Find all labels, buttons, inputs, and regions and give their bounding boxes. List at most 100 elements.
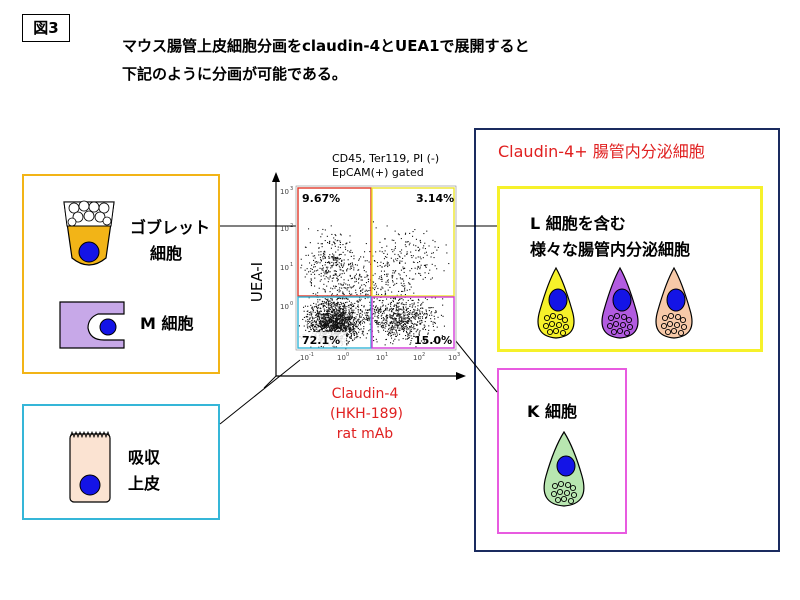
scatter-point	[346, 318, 348, 320]
scatter-point	[426, 312, 428, 314]
scatter-point	[366, 333, 368, 335]
scatter-point	[335, 304, 337, 306]
scatter-point	[394, 272, 396, 274]
scatter-point	[436, 249, 438, 251]
scatter-point	[336, 324, 338, 326]
scatter-point	[335, 265, 337, 267]
scatter-point	[339, 309, 341, 311]
scatter-point	[334, 315, 336, 317]
scatter-point	[393, 312, 395, 314]
scatter-point	[318, 310, 320, 312]
scatter-point	[413, 314, 415, 316]
scatter-point	[360, 312, 362, 314]
scatter-point	[416, 313, 418, 315]
scatter-point	[313, 324, 315, 326]
scatter-point	[349, 321, 351, 323]
scatter-point	[432, 252, 434, 254]
scatter-point	[344, 321, 346, 323]
scatter-point	[345, 327, 347, 329]
scatter-point	[368, 320, 370, 322]
scatter-point	[311, 316, 313, 318]
scatter-point	[339, 290, 341, 292]
scatter-point	[337, 303, 339, 305]
scatter-point	[442, 304, 444, 306]
scatter-point	[342, 305, 344, 307]
scatter-point	[331, 330, 333, 332]
scatter-point	[378, 278, 380, 280]
scatter-point	[325, 318, 327, 320]
scatter-point	[325, 320, 327, 322]
scatter-point	[331, 261, 333, 263]
scatter-point	[308, 331, 310, 333]
scatter-point	[316, 319, 318, 321]
scatter-point	[434, 246, 436, 248]
scatter-point	[390, 335, 392, 337]
scatter-point	[409, 330, 411, 332]
scatter-point	[431, 297, 433, 299]
scatter-point	[446, 252, 448, 254]
scatter-point	[336, 328, 338, 330]
scatter-point	[304, 305, 306, 307]
scatter-point	[342, 244, 344, 246]
scatter-point	[344, 319, 346, 321]
scatter-point	[354, 275, 356, 277]
scatter-point	[347, 287, 349, 289]
scatter-point	[326, 235, 328, 237]
scatter-point	[340, 276, 342, 278]
scatter-point	[334, 259, 336, 261]
scatter-point	[381, 325, 383, 327]
scatter-point	[318, 322, 320, 324]
scatter-point	[349, 235, 351, 237]
scatter-point	[378, 321, 380, 323]
scatter-point	[340, 329, 342, 331]
scatter-point	[386, 307, 388, 309]
scatter-point	[416, 324, 418, 326]
scatter-point	[407, 311, 409, 313]
scatter-point	[335, 235, 337, 237]
scatter-point	[346, 270, 348, 272]
scatter-point	[399, 313, 401, 315]
scatter-point	[381, 321, 383, 323]
scatter-point	[411, 268, 413, 270]
scatter-point	[320, 320, 322, 322]
scatter-point	[386, 298, 388, 300]
scatter-point	[338, 315, 340, 317]
scatter-point	[350, 334, 352, 336]
scatter-point	[319, 322, 321, 324]
scatter-point	[381, 286, 383, 288]
scatter-point	[321, 268, 323, 270]
scatter-point	[344, 298, 346, 300]
granule	[556, 313, 564, 321]
scatter-point	[381, 294, 383, 296]
scatter-point	[410, 322, 412, 324]
scatter-point	[402, 278, 404, 280]
scatter-point	[445, 244, 447, 246]
scatter-point	[333, 312, 335, 314]
scatter-point	[326, 325, 328, 327]
scatter-point	[410, 255, 412, 257]
scatter-point	[423, 314, 425, 316]
scatter-point	[398, 290, 400, 292]
scatter-point	[399, 262, 401, 264]
scatter-point	[392, 297, 394, 299]
scatter-point	[405, 335, 407, 337]
scatter-point	[432, 325, 434, 327]
scatter-point	[398, 321, 400, 323]
scatter-point	[399, 262, 401, 264]
scatter-point	[392, 251, 394, 253]
scatter-point	[422, 328, 424, 330]
scatter-point	[331, 293, 333, 295]
scatter-point	[311, 306, 313, 308]
scatter-point	[343, 322, 345, 324]
scatter-point	[417, 265, 419, 267]
scatter-point	[357, 326, 359, 328]
l-cell-yellow-icon	[537, 266, 575, 339]
scatter-point	[421, 307, 423, 309]
scatter-point	[386, 273, 388, 275]
scatter-point	[333, 322, 335, 324]
m-cell-label: M 細胞	[140, 314, 194, 333]
scatter-point	[360, 316, 362, 318]
scatter-point	[351, 317, 353, 319]
scatter-point	[326, 273, 328, 275]
scatter-point	[333, 311, 335, 313]
